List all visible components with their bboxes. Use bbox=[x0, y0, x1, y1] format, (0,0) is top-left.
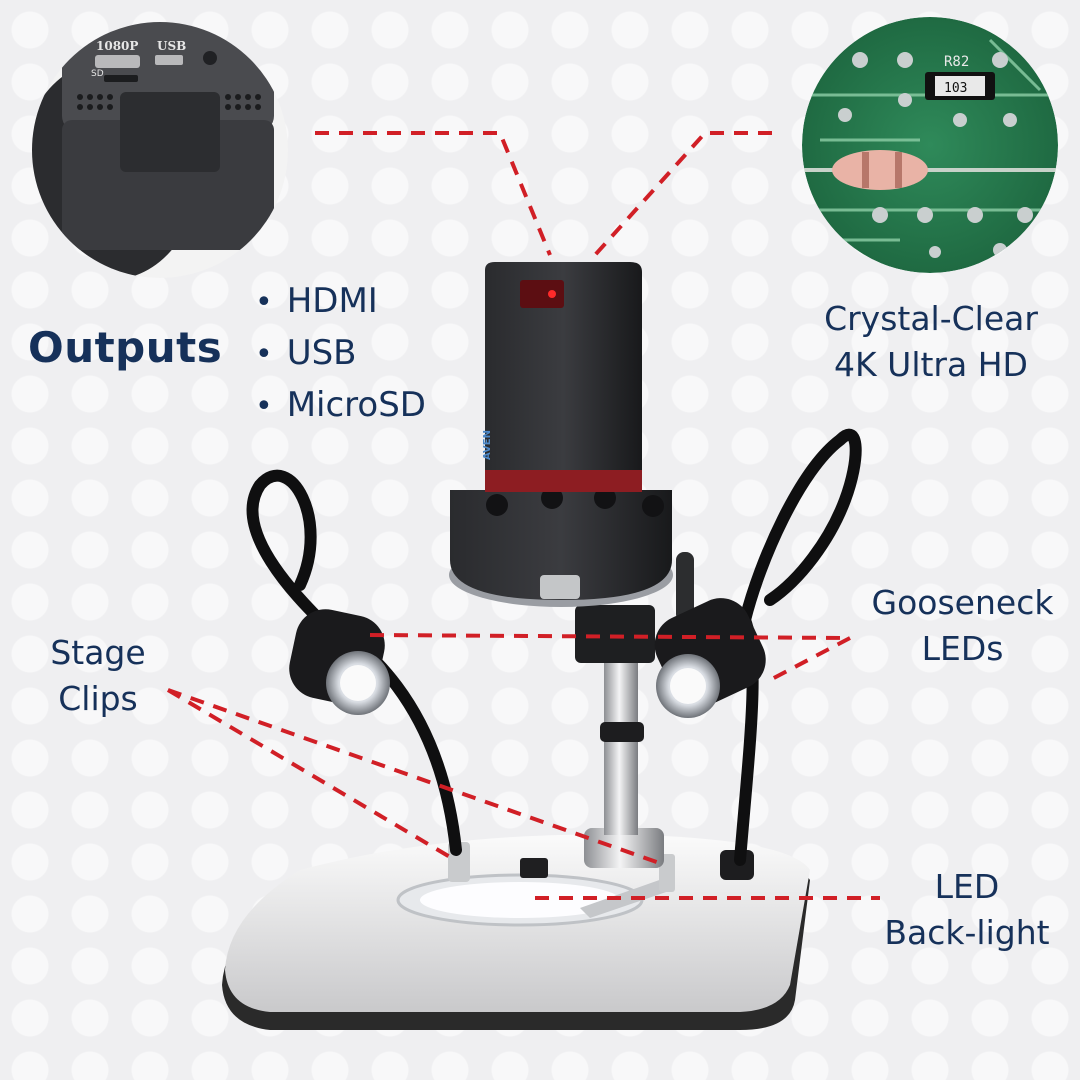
camera-head bbox=[449, 262, 673, 607]
gooseneck-led-left bbox=[289, 609, 390, 715]
brand-logo: AVEN bbox=[482, 430, 493, 460]
pcb-magnified-inset bbox=[802, 17, 1058, 273]
gooseneck-led-right bbox=[654, 598, 766, 718]
clarity-line-2: 4K Ultra HD bbox=[834, 345, 1028, 384]
focus-pole bbox=[575, 552, 694, 868]
backlight-line-1: LED bbox=[934, 867, 1000, 906]
stage-clips-line-1: Stage bbox=[50, 633, 146, 672]
usb-port-label: USB bbox=[157, 39, 186, 53]
pcb-resistor-label: R82 bbox=[944, 54, 969, 70]
backlight-callout: LED Back-light bbox=[872, 864, 1062, 956]
backlight-line-2: Back-light bbox=[884, 913, 1050, 952]
stage-clips-callout: Stage Clips bbox=[28, 630, 168, 722]
pcb-smd-label: 103 bbox=[944, 81, 967, 96]
output-item: HDMI bbox=[255, 276, 426, 328]
gooseneck-line-1: Gooseneck bbox=[871, 583, 1054, 622]
gooseneck-callout: Gooseneck LEDs bbox=[855, 580, 1070, 672]
clarity-line-1: Crystal-Clear bbox=[824, 299, 1038, 338]
output-item: USB bbox=[255, 328, 426, 380]
clarity-callout: Crystal-Clear 4K Ultra HD bbox=[803, 296, 1059, 388]
hdmi-port-label: 1080P bbox=[96, 39, 138, 53]
microscope-base bbox=[222, 834, 810, 1030]
outputs-list: HDMI USB MicroSD bbox=[255, 276, 426, 432]
callout-leader-lines bbox=[166, 131, 880, 900]
camera-ports-inset bbox=[32, 22, 288, 278]
sd-slot-label: SD bbox=[91, 69, 104, 79]
outputs-heading: Outputs bbox=[28, 323, 223, 372]
output-item: MicroSD bbox=[255, 380, 426, 432]
stage-clips-line-2: Clips bbox=[58, 679, 138, 718]
gooseneck-line-2: LEDs bbox=[921, 629, 1004, 668]
